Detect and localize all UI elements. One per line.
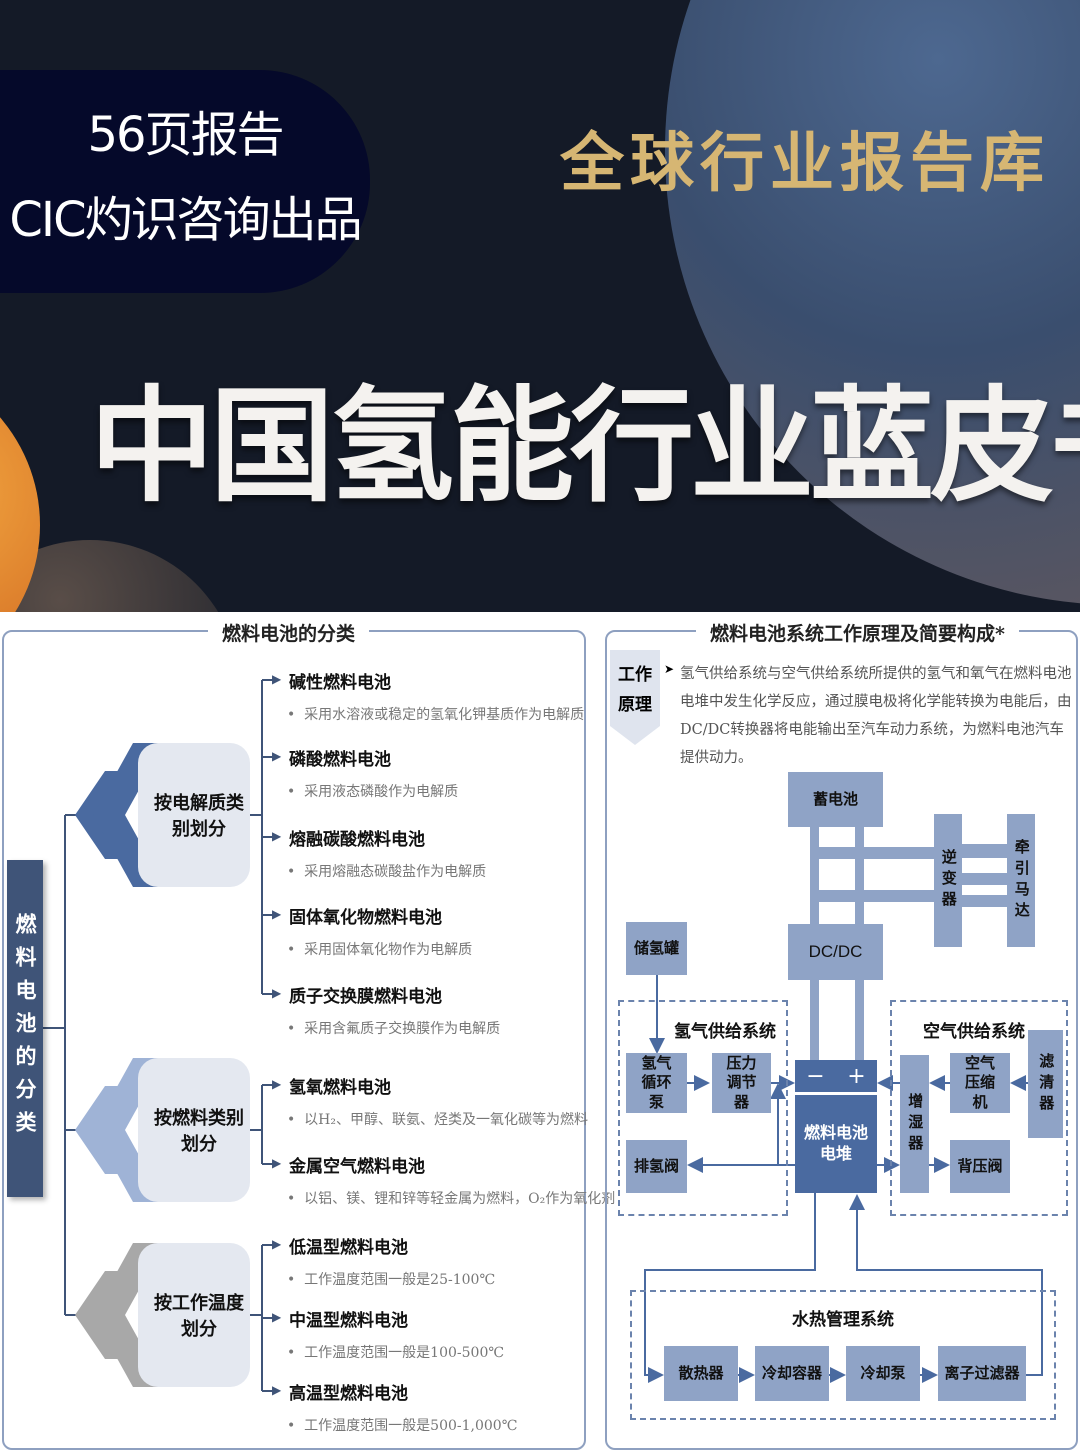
pages-label: 56页报告 [87,107,284,163]
fuel-cell-type: 低温型燃料电池 [289,1238,408,1258]
ion-filter-box: 离子过滤器 [938,1346,1026,1401]
desc-text: 采用含氟质子交换膜作为电解质 [304,1021,501,1037]
system-title: 燃料电池系统工作原理及简要构成* [696,619,1019,646]
desc-text: 采用液态磷酸作为电解质 [304,784,459,800]
group-chevron-icon [75,1058,165,1202]
arrow-right-icon: ▶ [272,1237,282,1251]
fuel-cell-type-desc: • 工作温度范围一般是25-100℃ [287,1272,496,1288]
fuel-cell-type-desc: • 采用水溶液或稳定的氢氧化钾基质作为电解质 [287,707,585,723]
h2-system-title: 氢气供给系统 [674,1022,776,1042]
fuel-cell-type-desc: • 工作温度范围一般是500-1,000℃ [287,1418,518,1434]
arrow-right-icon: ▶ [272,907,282,921]
battery-box: 蓄电池 [788,772,883,827]
classification-connectors [43,679,278,1392]
fuel-cell-type-desc: • 采用含氟质子交换膜作为电解质 [287,1021,501,1037]
fuel-cell-type: 质子交换膜燃料电池 [289,987,442,1007]
fuel-cell-type: 固体氧化物燃料电池 [289,908,442,928]
air-filter-box: 滤清器 [1028,1030,1063,1138]
desc-text: 采用固体氧化物作为电解质 [304,942,473,958]
cover-banner: 56页报告 CIC灼识咨询出品 全球行业报告库 中国氢能行业蓝皮书 [0,0,1080,612]
root-label: 燃料电池的分类 [7,860,43,1197]
group-label: 按燃料类别划分 [138,1058,250,1202]
arrow-right-icon: ▶ [272,986,282,1000]
classification-title: 燃料电池的分类 [208,619,370,646]
fuel-cell-type-desc: • 采用液态磷酸作为电解质 [287,784,459,800]
system-connectors [644,827,1043,1383]
fuel-cell-type: 氢氧燃料电池 [289,1078,391,1098]
desc-text: 工作温度范围一般是25-100℃ [304,1272,496,1288]
back-pressure-valve-box: 背压阀 [950,1140,1010,1193]
fuel-cell-type: 高温型燃料电池 [289,1384,408,1404]
radiator-box: 散热器 [664,1346,738,1401]
arrow-right-icon: ▶ [272,1156,282,1170]
fuel-cell-type: 中温型燃料电池 [289,1311,408,1331]
group-chevron-icon [75,1243,165,1387]
group-label: 按工作温度划分 [138,1243,250,1387]
water-thermal-system [630,1290,1056,1420]
desc-text: 以H₂、甲醇、联氨、烃类及一氧化碳等为燃料 [304,1112,588,1128]
arrow-right-icon: ▶ [272,749,282,763]
arrow-right-icon: ▶ [272,1077,282,1091]
desc-text: 工作温度范围一般是500-1,000℃ [304,1418,518,1434]
arrow-right-icon: ▶ [272,1383,282,1397]
h2-pump-box: 氢气循环泵 [626,1053,687,1113]
pressure-regulator-box: 压力调节器 [712,1053,771,1113]
motor-box: 牵引马达 [1007,814,1035,947]
stack-terminals: − + [795,1060,877,1092]
report-badge [0,70,370,293]
desc-text: 工作温度范围一般是100-500℃ [304,1345,505,1361]
coolant-pump-box: 冷却泵 [846,1346,920,1401]
bullet-arrow-icon: ➤ [664,662,675,676]
fuel-cell-type-desc: • 采用熔融态碳酸盐作为电解质 [287,864,487,880]
inverter-box: 逆变器 [934,814,962,947]
principle-tag-bg [610,650,660,745]
air-supply-system [890,1000,1068,1216]
dcdc-box: DC/DC [788,924,883,980]
water-system-title: 水热管理系统 [792,1310,894,1330]
fuel-cell-stack: 燃料电池电堆 [795,1095,877,1193]
fuel-cell-type-desc: • 工作温度范围一般是100-500℃ [287,1345,505,1361]
arrow-right-icon: ▶ [272,829,282,843]
principle-tag: 工作原理 [618,665,652,715]
arrow-right-icon: ▶ [272,1310,282,1324]
h2-vent-box: 排氢阀 [626,1140,687,1193]
publisher-label: CIC灼识咨询出品 [9,192,362,248]
fuel-cell-type: 磷酸燃料电池 [289,750,391,770]
air-compressor-box: 空气压缩机 [950,1053,1010,1113]
fuel-cell-type: 熔融碳酸燃料电池 [289,830,425,850]
plus-icon: + [847,1063,866,1089]
fuel-cell-type: 碱性燃料电池 [289,673,391,693]
desc-text: 采用熔融态碳酸盐作为电解质 [304,864,487,880]
library-label: 全球行业报告库 [560,127,1050,201]
group-label: 按电解质类别划分 [138,743,250,887]
minus-icon: − [806,1063,825,1089]
coolant-tank-box: 冷却容器 [755,1346,829,1401]
fuel-cell-type-desc: • 以H₂、甲醇、联氨、烃类及一氧化碳等为燃料 [287,1112,588,1128]
page-title: 中国氢能行业蓝皮书 [90,375,1080,519]
arrow-right-icon: ▶ [272,672,282,686]
desc-text: 采用水溶液或稳定的氢氧化钾基质作为电解质 [304,707,585,723]
group-chevron-icon [75,743,165,887]
fuel-cell-type-desc: • 以铝、镁、锂和锌等轻金属为燃料，O₂作为氧化剂 [287,1191,616,1207]
h2-supply-system [618,1000,788,1216]
desc-text: 以铝、镁、锂和锌等轻金属为燃料，O₂作为氧化剂 [304,1191,616,1207]
humidifier-box: 增湿器 [900,1055,929,1193]
air-system-title: 空气供给系统 [923,1022,1025,1042]
h2-tank-box: 储氢罐 [626,922,687,975]
principle-text: 氢气供给系统与空气供给系统所提供的氢气和氧气在燃料电池电堆中发生化学反应，通过膜… [680,666,1072,766]
fuel-cell-type-desc: • 采用固体氧化物作为电解质 [287,942,473,958]
fuel-cell-type: 金属空气燃料电池 [289,1157,425,1177]
